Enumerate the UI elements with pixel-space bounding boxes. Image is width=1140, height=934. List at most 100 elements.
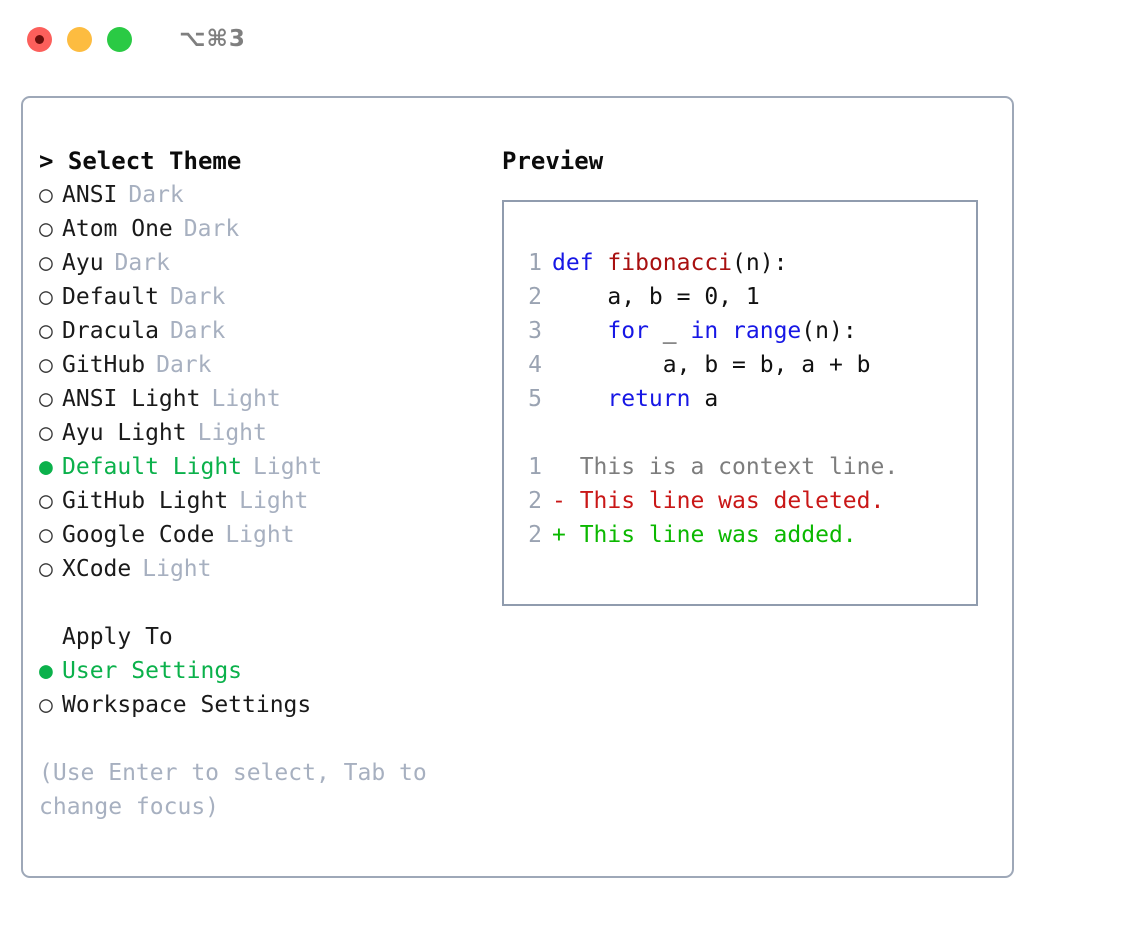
maximize-button[interactable]	[107, 26, 132, 52]
theme-variant-tag: Light	[239, 488, 309, 514]
keyboard-hint: (Use Enter to select, Tab to change focu…	[39, 760, 427, 820]
radio-unselected-icon: ○	[39, 386, 53, 412]
apply-to-header: Apply To	[62, 624, 173, 650]
recording-dot-icon	[35, 34, 44, 44]
line-number: 1	[528, 454, 542, 480]
apply-to-option-label: User Settings	[62, 658, 243, 684]
code-token: _	[648, 318, 691, 344]
code-token: (n):	[801, 318, 857, 344]
theme-option-label: GitHub	[62, 352, 146, 378]
code-token: a, b = 0, 1	[552, 284, 760, 310]
line-number: 1	[528, 250, 542, 276]
apply-to-option-user-settings[interactable]: ● User Settings	[39, 654, 489, 688]
code-line: 1 def fibonacci(n):	[516, 246, 898, 280]
radio-unselected-icon: ○	[39, 182, 53, 208]
theme-variant-tag: Light	[253, 454, 323, 480]
theme-option-label: Google Code	[62, 522, 215, 548]
radio-selected-icon: ●	[39, 454, 53, 480]
apply-to-option-workspace-settings[interactable]: ○Workspace Settings	[39, 688, 489, 722]
theme-option-github[interactable]: ○ GitHub Dark	[39, 348, 489, 382]
title-bar: ⌥⌘3	[0, 0, 1140, 78]
theme-variant-tag: Light	[211, 386, 281, 412]
preview-title: Preview	[502, 147, 604, 175]
theme-option-ayu[interactable]: ○ Ayu Dark	[39, 246, 489, 280]
line-number: 3	[528, 318, 542, 344]
radio-unselected-icon: ○	[39, 216, 53, 242]
diff-line: 1 This is a context line.	[516, 450, 898, 484]
radio-unselected-icon: ○	[39, 488, 53, 514]
theme-variant-tag: Dark	[128, 182, 184, 208]
apply-to-list[interactable]: ● User Settings ○Workspace Settings	[39, 654, 489, 722]
theme-variant-tag: Light	[142, 556, 212, 582]
window-title-shortcut: ⌥⌘3	[179, 26, 246, 52]
code-token	[552, 318, 607, 344]
apply-to-header-row: Apply To	[39, 620, 489, 654]
code-text: for _ in range(n):	[552, 314, 857, 348]
theme-variant-tag: Dark	[169, 318, 226, 344]
theme-option-label: XCode	[62, 556, 132, 582]
theme-option-xcode[interactable]: ○ XCode Light	[39, 552, 489, 586]
code-token: fibonacci	[607, 250, 733, 276]
theme-variant-tag: Light	[225, 522, 295, 548]
code-token: return	[607, 386, 691, 412]
diff-text: + This line was added.	[552, 522, 857, 548]
traffic-lights	[27, 26, 132, 52]
radio-unselected-icon: ○	[39, 318, 53, 344]
diff-text: - This line was deleted.	[552, 488, 885, 514]
theme-variant-tag: Dark	[156, 352, 212, 378]
theme-option-label: Dracula	[62, 318, 159, 344]
list-spacer	[39, 586, 489, 620]
theme-variant-tag: Dark	[114, 250, 170, 276]
radio-unselected-icon: ○	[39, 522, 53, 548]
line-number: 2	[528, 522, 542, 548]
code-token: in	[690, 318, 719, 344]
select-theme-header: > Select Theme	[39, 147, 242, 175]
theme-option-default[interactable]: ○ Default Dark	[39, 280, 489, 314]
code-token	[718, 318, 732, 344]
theme-option-label: Atom One	[62, 216, 173, 242]
theme-option-ayu-light[interactable]: ○ Ayu Light Light	[39, 416, 489, 450]
radio-unselected-icon: ○	[39, 352, 53, 378]
code-token: for	[607, 318, 649, 344]
theme-option-ansi-light[interactable]: ○ ANSI Light Light	[39, 382, 489, 416]
code-token: range	[732, 318, 802, 344]
radio-unselected-icon: ○	[39, 284, 53, 310]
theme-option-label: Ayu	[62, 250, 104, 276]
apply-to-option-label: Workspace Settings	[62, 692, 312, 718]
theme-option-ansi[interactable]: ○ ANSI Dark	[39, 178, 489, 212]
code-token: (n):	[732, 250, 788, 276]
theme-option-google-code[interactable]: ○ Google Code Light	[39, 518, 489, 552]
radio-unselected-icon: ○	[39, 420, 53, 446]
diff-separator	[516, 416, 898, 450]
minimize-button[interactable]	[67, 26, 92, 52]
theme-option-label: ANSI Light	[62, 386, 201, 412]
code-token: a, b = b, a + b	[552, 352, 871, 378]
theme-variant-tag: Light	[197, 420, 267, 446]
theme-variant-tag: Dark	[169, 284, 226, 310]
code-line: 5 return a	[516, 382, 898, 416]
theme-option-label: ANSI	[62, 182, 118, 208]
code-token: def	[552, 250, 594, 276]
radio-unselected-icon: ○	[39, 556, 53, 582]
radio-selected-icon: ●	[39, 658, 53, 684]
radio-unselected-icon: ○	[39, 250, 53, 276]
code-text: a, b = b, a + b	[552, 348, 871, 382]
theme-option-label: Default	[62, 284, 159, 310]
line-number: 2	[528, 284, 542, 310]
code-line: 4 a, b = b, a + b	[516, 348, 898, 382]
close-button[interactable]	[27, 26, 52, 52]
code-text: a, b = 0, 1	[552, 280, 760, 314]
theme-option-label: Ayu Light	[62, 420, 187, 446]
code-line: 3 for _ in range(n):	[516, 314, 898, 348]
theme-option-dracula[interactable]: ○ Dracula Dark	[39, 314, 489, 348]
